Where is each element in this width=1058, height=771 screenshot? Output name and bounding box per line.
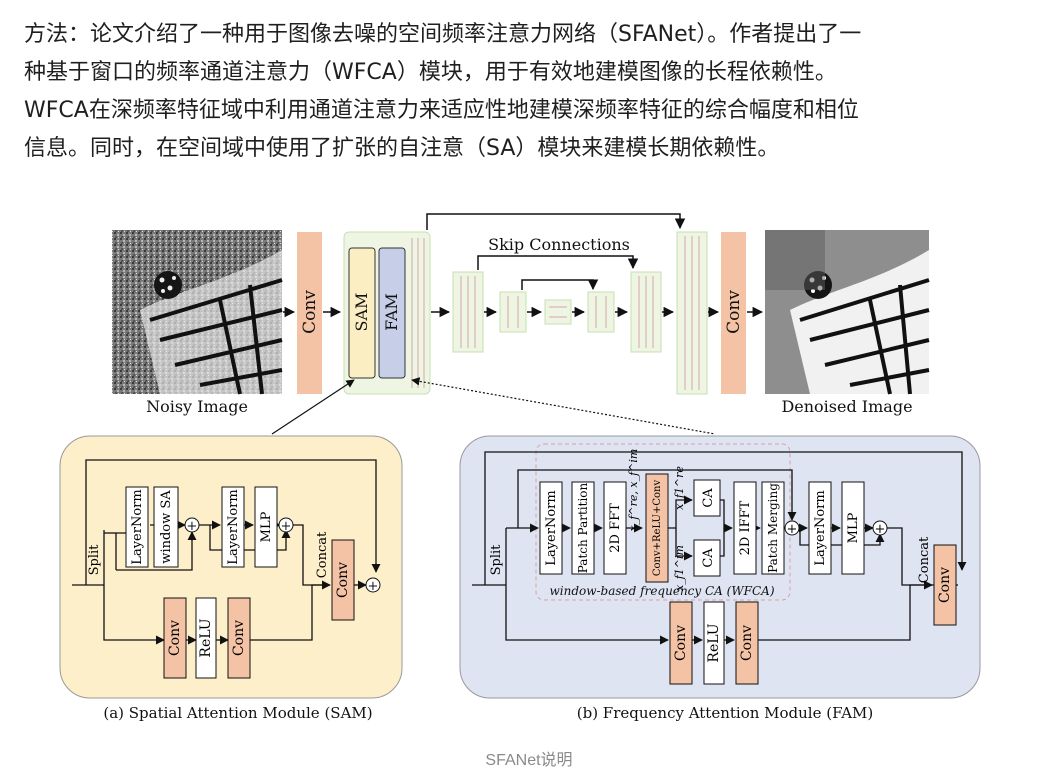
fam-layernorm-1-label: LayerNorm: [544, 490, 559, 565]
sam-label: SAM: [352, 293, 371, 332]
article-line: 种基于窗口的频率通道注意力（WFCA）模块，用于有效地建模图像的长程依赖性。: [24, 60, 837, 85]
fam-conv-bottom-1-label: Conv: [673, 625, 689, 661]
fam-concat-label: Concat: [917, 536, 932, 583]
fam-split-label: Split: [489, 544, 504, 576]
sam-caption: (a) Spatial Attention Module (SAM): [103, 704, 372, 722]
svg-text:+: +: [368, 579, 379, 594]
article-line: 方法：论文介绍了一种用于图像去噪的空间频率注意力网络（SFANet）。作者提出了…: [24, 22, 862, 47]
wfca-region: [535, 443, 791, 601]
sam-concat-label: Concat: [315, 531, 330, 578]
sam-layernorm-1: [125, 486, 149, 568]
decoder-block-3: [587, 291, 615, 333]
fam-caption: (b) Frequency Attention Module (FAM): [577, 704, 874, 722]
svg-text:+: +: [281, 519, 292, 534]
bottleneck-block: [544, 299, 572, 325]
svg-text:+: +: [187, 519, 198, 534]
denoised-image-label: Denoised Image: [781, 397, 912, 416]
sam-layernorm-2-label: LayerNorm: [226, 489, 241, 564]
fam-patch-merging: [761, 481, 785, 575]
skip-connections-label: Skip Connections: [488, 235, 630, 254]
encoder-block-3: [499, 291, 527, 333]
sam-add-node-2: [278, 517, 294, 533]
fam-layernorm-2: [808, 481, 832, 575]
sam-window-sa-label: window SA: [159, 490, 174, 564]
fam-math-top: x_f^re, x_f^im: [627, 449, 640, 532]
fam-ifft: [733, 481, 757, 575]
sam-conv-bottom-1-label: Conv: [167, 620, 183, 656]
svg-text:+: +: [787, 522, 798, 537]
sam-add-node-out: [365, 577, 381, 593]
fam-conv-right-label: Conv: [937, 567, 953, 603]
fam-ifft-label: 2D IFFT: [738, 500, 753, 555]
noisy-image: [112, 230, 283, 395]
fam-relu-label: ReLU: [706, 623, 722, 662]
fam-relu: [703, 601, 725, 685]
article-line: 信息。同时，在空间域中使用了扩张的自注意（SA）模块来建模长期依赖性。: [24, 136, 780, 161]
sam-relu: [195, 597, 217, 679]
sam-mlp: [254, 486, 278, 568]
sam-mlp-label: MLP: [259, 511, 274, 542]
sam-window-sa: [153, 486, 179, 568]
sam-conv-bottom-2: [227, 597, 251, 679]
fam-patch-partition-label: Patch Partition: [576, 482, 590, 573]
fam-ca-1-label: CA: [701, 488, 716, 508]
sam-add-node-1: [184, 517, 200, 533]
fam-mlp-label: MLP: [846, 512, 861, 543]
noisy-image-label: Noisy Image: [146, 397, 248, 416]
svg-text:+: +: [875, 522, 886, 537]
fam-ca-1: [693, 479, 721, 517]
sam-conv-bottom-1: [163, 597, 187, 679]
decoder-block-large: [676, 231, 708, 395]
fam-fft-label: 2D FFT: [608, 503, 623, 553]
figure-caption: SFANet说明: [485, 752, 573, 769]
fam-add-node-1: [784, 520, 800, 536]
sam-conv-right-label: Conv: [335, 562, 351, 598]
sam-relu-label: ReLU: [198, 618, 214, 657]
fam-mlp: [841, 481, 865, 575]
article-line: WFCA在深频率特征域中利用通道注意力来适应性地建模深频率特征的综合幅度和相位: [24, 98, 859, 123]
fam-ca-2: [693, 539, 721, 577]
fam-conv-relu-conv: [645, 473, 669, 583]
fam-patch-partition: [571, 481, 595, 575]
conv-block-out: [721, 232, 746, 394]
fam-conv-bottom-1: [669, 601, 693, 685]
fam-conv-bottom-2: [735, 601, 759, 685]
fam-layernorm-2-label: LayerNorm: [813, 490, 828, 565]
sam-conv-right: [331, 539, 355, 621]
decoder-block-2: [630, 271, 662, 353]
conv-block-in: [297, 232, 322, 394]
fam-layernorm-1: [539, 481, 563, 575]
encoder-block-2: [452, 271, 484, 353]
wfca-label: window-based frequency CA (WFCA): [549, 584, 774, 598]
fam-conv-right: [933, 544, 957, 626]
denoised-image: [765, 230, 930, 395]
fam-conv-bottom-2-label: Conv: [739, 625, 755, 661]
fam-label: FAM: [382, 293, 401, 331]
fam-math-im: x_f1^im: [673, 545, 686, 591]
conv-label-out: Conv: [724, 290, 744, 334]
fam-math-re: x_f1^re: [673, 466, 686, 510]
fam-fft: [603, 481, 627, 575]
encoder-block-large: [343, 231, 431, 395]
fam-add-node-2: [872, 520, 888, 536]
conv-label-in: Conv: [300, 290, 320, 334]
fam-conv-relu-conv-label: Conv+ReLU+Conv: [652, 480, 663, 577]
fam-patch-merging-label: Patch Merging: [766, 483, 780, 573]
sfanet-architecture-diagram: Noisy Image Denoised Image Conv SAM FAM: [59, 213, 981, 722]
sam-conv-bottom-2-label: Conv: [231, 620, 247, 656]
sam-layernorm-1-label: LayerNorm: [130, 489, 145, 564]
article-paragraph: 方法：论文介绍了一种用于图像去噪的空间频率注意力网络（SFANet）。作者提出了…: [24, 16, 1024, 168]
fam-ca-2-label: CA: [701, 548, 716, 568]
sam-split-label: Split: [87, 544, 102, 576]
sam-layernorm-2: [221, 486, 245, 568]
